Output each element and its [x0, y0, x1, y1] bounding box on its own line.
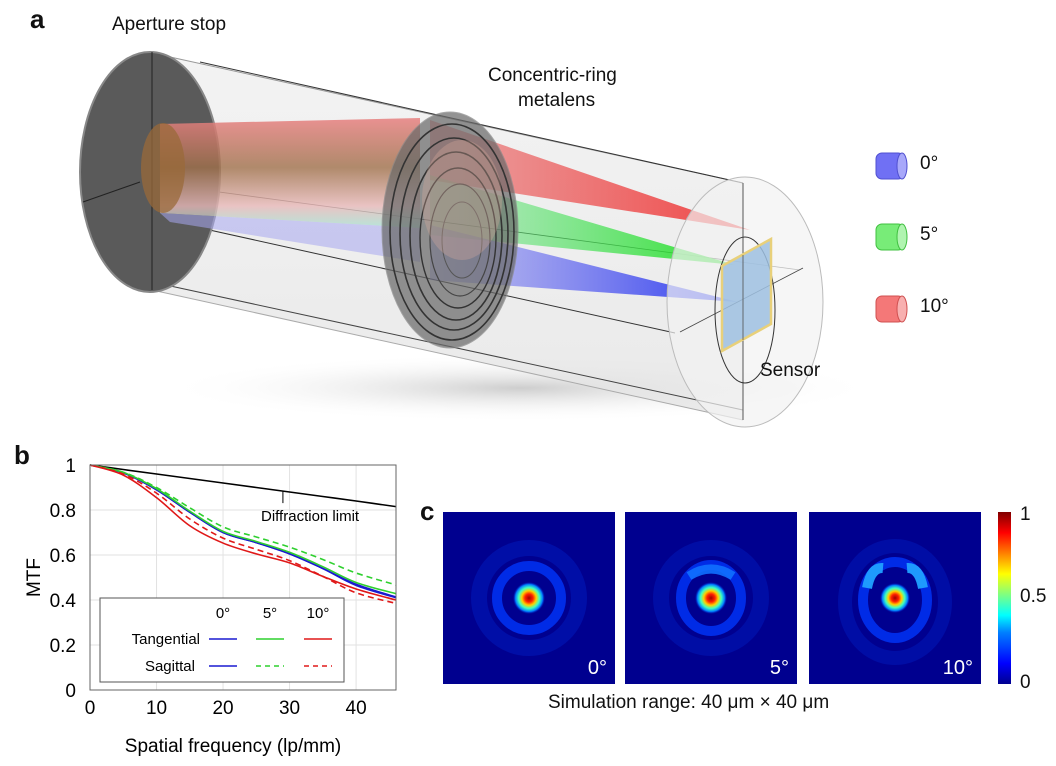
- series-sagittal-10-: [89, 464, 397, 605]
- y-tick-label: 0.4: [50, 591, 77, 612]
- incoming-beam: [160, 118, 420, 228]
- concentric-ring-metalens: [381, 111, 519, 349]
- legend-item-0deg: 0°: [874, 151, 938, 186]
- legend-header: 5°: [263, 605, 277, 622]
- series-diffraction-limit: [89, 464, 397, 508]
- legend-header: 0°: [216, 605, 230, 622]
- metalens-label-line1: Concentric-ring: [488, 65, 617, 86]
- cylinder-swatch-icon: [875, 152, 908, 180]
- ticks: 0 10 20 30 40 0 0.2 0.4 0.6 0.8 1: [50, 456, 367, 719]
- legend-label: 5°: [920, 224, 939, 245]
- x-tick-label: 0: [85, 698, 96, 719]
- y-tick-label: 0.6: [50, 546, 76, 567]
- plot-frame: [89, 464, 397, 691]
- optical-system-illustration: [79, 51, 880, 428]
- legend-row-label: Sagittal: [145, 658, 195, 675]
- psf-image-0deg: 0°: [443, 512, 615, 684]
- colorbar-tick-max: 1: [1020, 504, 1031, 525]
- simulation-range-caption: Simulation range: 40 μm × 40 μm: [548, 692, 830, 713]
- legend-header: 10°: [307, 605, 330, 622]
- x-tick-label: 20: [212, 698, 233, 719]
- x-tick-label: 40: [346, 698, 367, 719]
- colorbar-tick-min: 0: [1020, 672, 1031, 693]
- x-tick-label: 10: [146, 698, 167, 719]
- panel-c-letter: c: [420, 496, 435, 526]
- psf-image-10deg: 10°: [809, 512, 981, 684]
- series-tangential-5-: [89, 464, 397, 595]
- y-tick-label: 1: [65, 456, 76, 477]
- legend-box: [99, 597, 345, 683]
- series: [89, 464, 397, 605]
- y-tick-label: 0.8: [50, 501, 76, 522]
- x-tick-label: 30: [279, 698, 300, 719]
- legend-label: 10°: [920, 296, 949, 317]
- cylinder-bottom-edge: [151, 289, 744, 421]
- series-tangential-0-: [89, 464, 397, 598]
- y-tick-label: 0.2: [50, 636, 76, 657]
- legend-item-5deg: 5°: [874, 222, 938, 257]
- series-sagittal-5-: [89, 464, 397, 586]
- image-circle: [714, 236, 776, 384]
- psf-angle-label: 0°: [587, 657, 607, 679]
- colorbar-tick-mid: 0.5: [1020, 586, 1047, 607]
- panel-a-letter: a: [30, 4, 45, 34]
- colorbar: [998, 512, 1011, 684]
- cylinder-swatch-icon: [875, 223, 908, 251]
- beam-10deg: [430, 120, 750, 230]
- series-tangential-10-: [89, 464, 397, 601]
- aperture-stop-label: Aperture stop: [112, 14, 227, 35]
- y-axis-label: MTF: [24, 558, 45, 597]
- sensor-label: Sensor: [760, 360, 821, 381]
- x-axis-label: Spatial frequency (lp/mm): [125, 736, 341, 757]
- sensor-plane: [720, 236, 773, 354]
- psf-angle-label: 5°: [769, 657, 789, 679]
- legend-row-label: Tangential: [132, 631, 200, 648]
- metalens-label-line2: metalens: [518, 90, 596, 111]
- psf-image-5deg: 5°: [625, 512, 797, 684]
- panel-b-letter: b: [14, 440, 30, 470]
- y-tick-label: 0: [65, 681, 76, 702]
- psf-angle-label: 10°: [942, 657, 973, 679]
- diffraction-limit-label: Diffraction limit: [261, 508, 360, 525]
- mtf-chart: 0 10 20 30 40 0 0.2 0.4 0.6 0.8 1 Diffraction limi…: [24, 456, 397, 757]
- cylinder-swatch-icon: [875, 295, 908, 323]
- legend-label: 0°: [920, 153, 939, 174]
- mtf-legend: 0° 5° 10° Tangential Sagittal: [99, 597, 345, 683]
- legend-item-10deg: 10°: [874, 294, 949, 329]
- grid: [90, 465, 396, 690]
